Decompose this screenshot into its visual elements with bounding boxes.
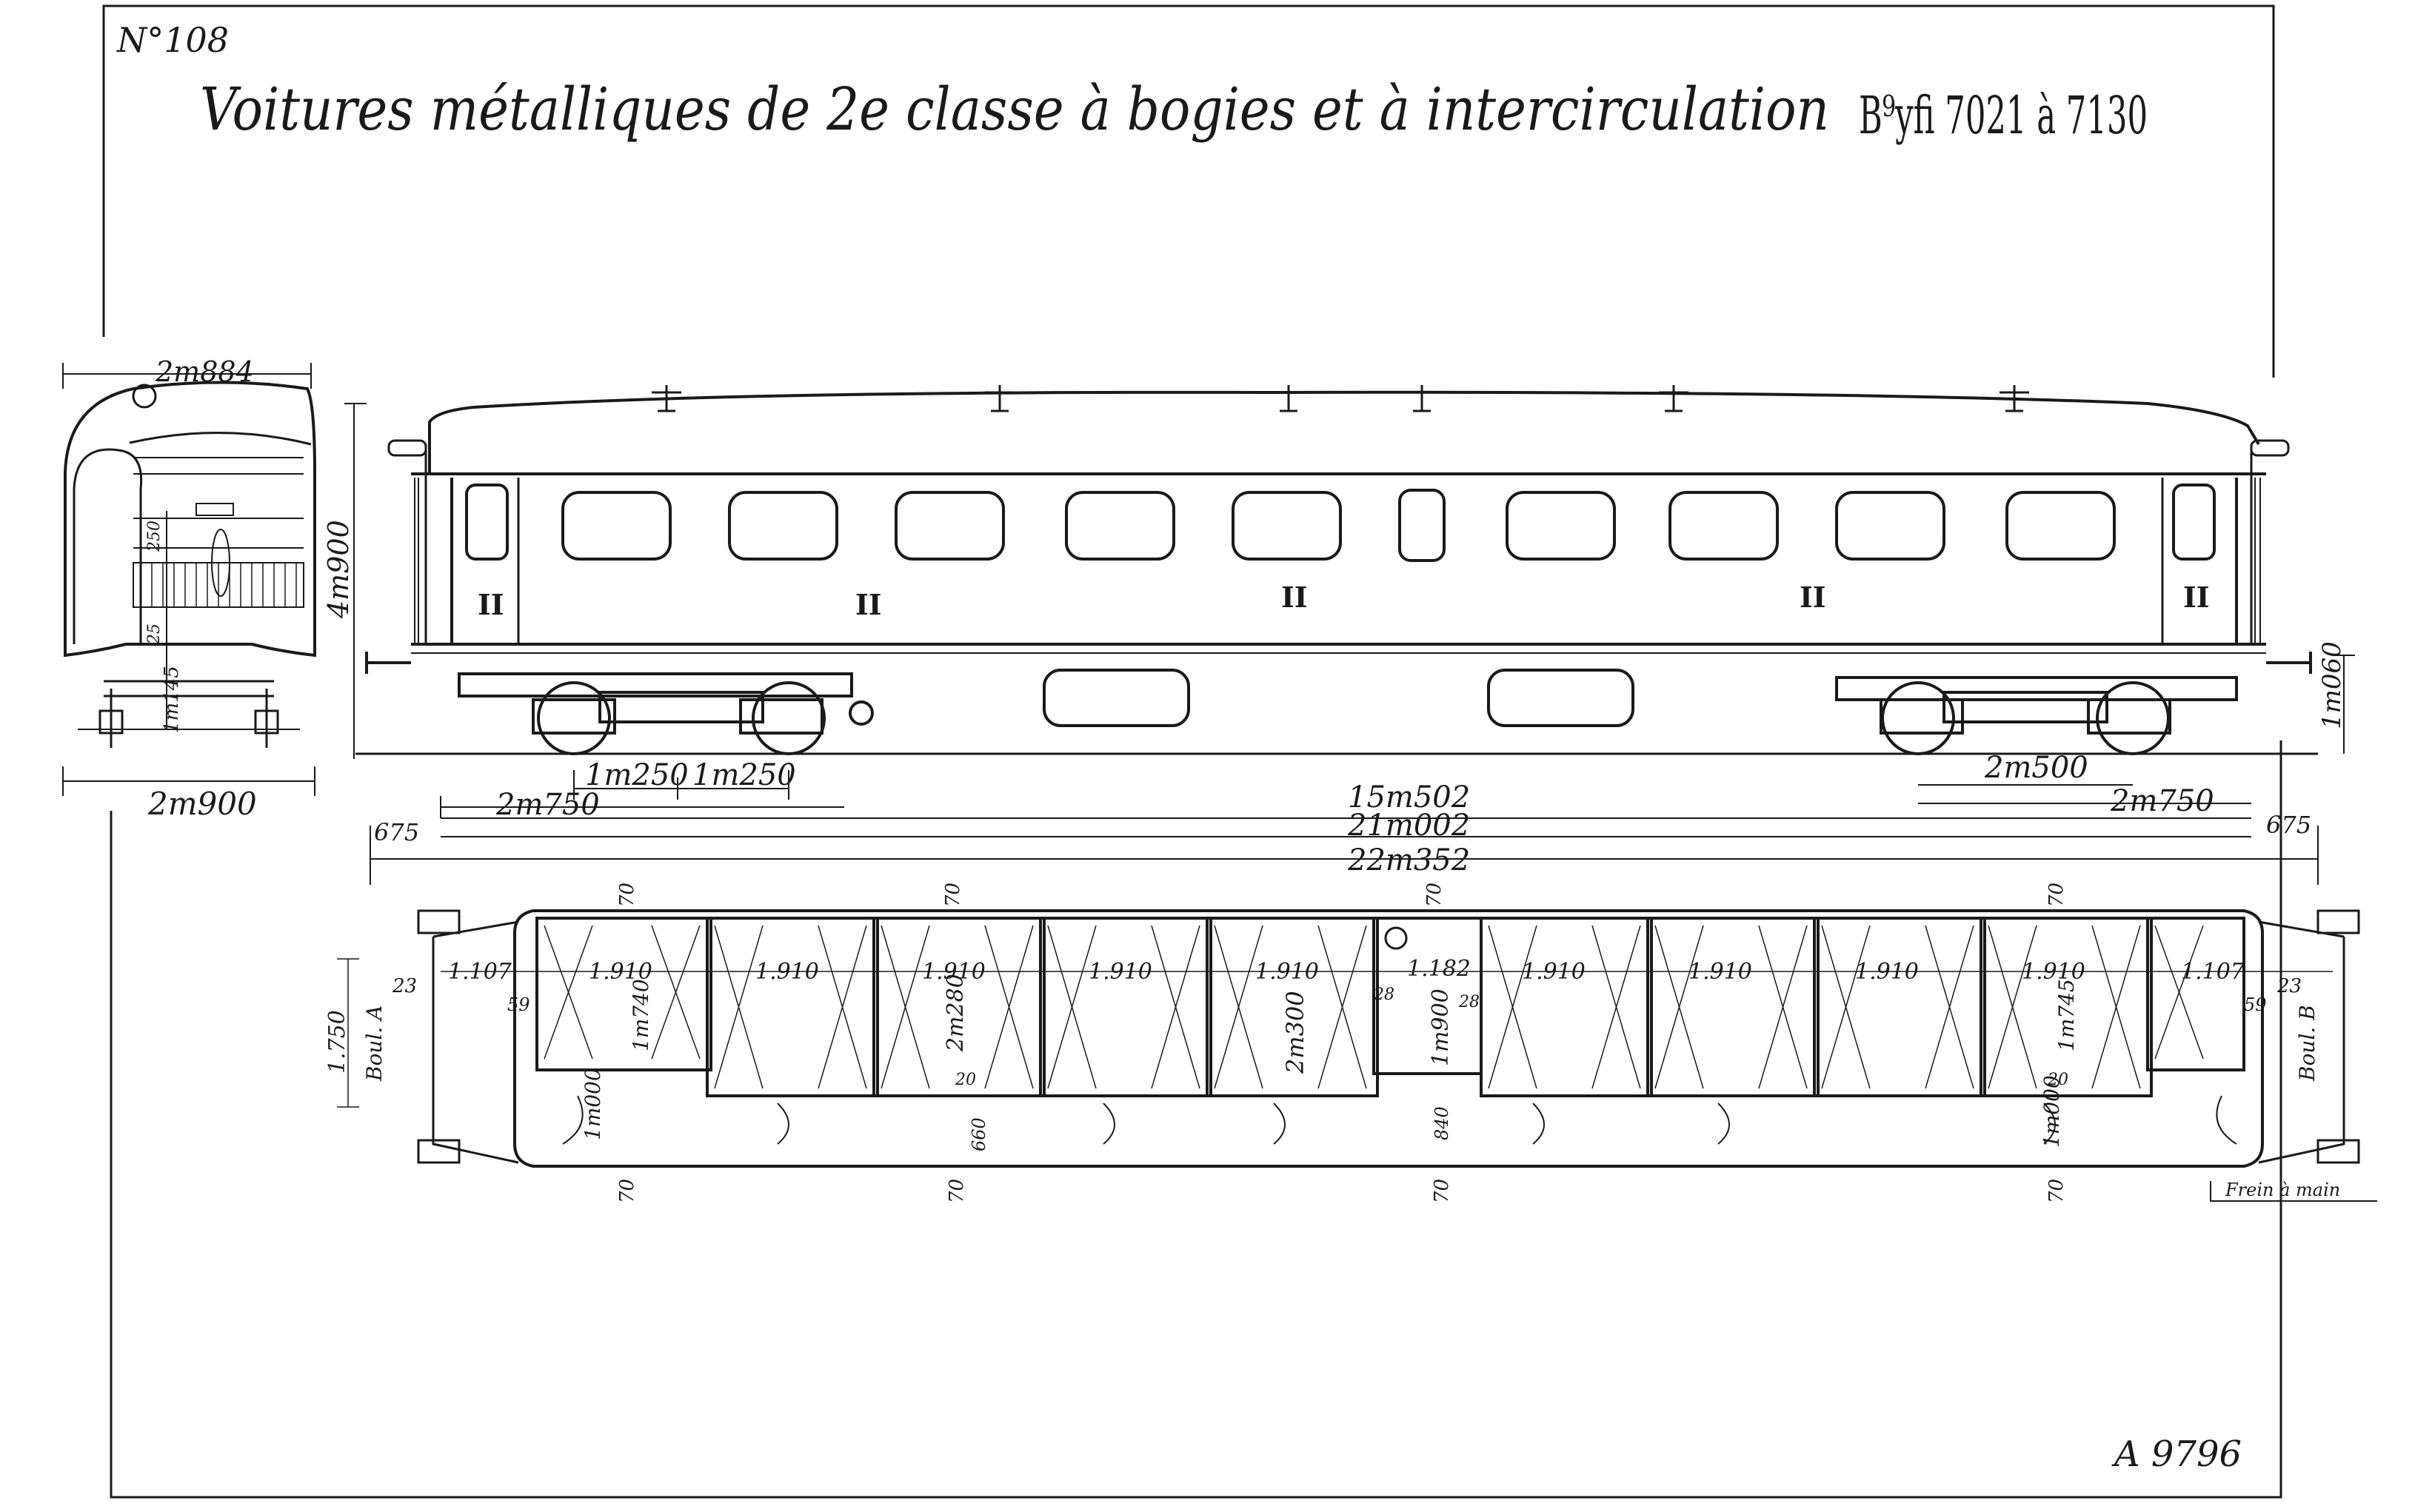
dim-bogie-overhang-right: 2m750	[2110, 784, 2214, 818]
hand-brake-label: Frein à main	[2225, 1180, 2340, 1200]
class-mark: II	[478, 588, 504, 621]
plan-view	[337, 909, 2360, 1168]
dim-axle-spacing-b: 1m250	[692, 758, 796, 792]
plan-misc-label: 1.750	[324, 1010, 350, 1074]
plan-misc-label: 70	[616, 883, 638, 907]
compartment-width: 1.910	[1855, 959, 1919, 985]
plan-misc-label: 23	[2276, 975, 2302, 997]
seat-width-right: 1m745	[2054, 979, 2079, 1051]
class-marks: II II II II II	[478, 581, 2210, 621]
underframe-box-1	[1043, 669, 1190, 727]
drawing-reference: A 9796	[2111, 1434, 2242, 1475]
compartment-depth: 2m300	[1281, 991, 1309, 1074]
plan-dimension-labels: 1.910 1.910 1.910 1.910 1.910 1.910 1.91…	[324, 883, 2340, 1203]
end-view	[62, 363, 367, 796]
dim-buffer-right: 675	[2266, 811, 2311, 839]
plan-misc-label: 70	[1423, 883, 1446, 907]
dim-bogie-centers: 15m502	[1348, 780, 1470, 814]
plan-misc-label: 70	[2045, 883, 2068, 907]
class-mark: II	[1281, 581, 1308, 614]
seat-width-left: 1m740	[629, 979, 653, 1051]
end-view-body	[64, 381, 316, 658]
plan-misc-label: 59	[2244, 994, 2267, 1015]
series-code: B⁹yfi 7021 à 7130	[1859, 85, 2148, 146]
compartment-width: 1.910	[2022, 959, 2085, 985]
seat-hatching	[544, 925, 2204, 1089]
compartment-width: 1.910	[755, 959, 819, 985]
carriage-roof	[428, 390, 2260, 474]
dim-buffer-height: 1m060	[2317, 641, 2347, 729]
dim-axle-spacing-a: 1m250	[585, 758, 689, 792]
underframe-box-2	[1487, 669, 1634, 727]
plan-misc-label: 70	[946, 1179, 968, 1203]
plan-misc-label: 70	[2045, 1179, 2068, 1203]
plan-misc-label: 20	[955, 1071, 976, 1089]
right-buffer-label: Boul. B	[2295, 1005, 2319, 1082]
compartment-width: 1.910	[922, 959, 986, 985]
plan-misc-label: 20	[2047, 1071, 2068, 1089]
dim-bogie-wheelbase-right: 2m500	[1984, 751, 2088, 785]
roof-ventilators	[652, 385, 2029, 412]
class-mark: II	[2183, 581, 2210, 614]
dim-length-over-body: 21m002	[1347, 809, 1470, 843]
sheet-frame	[102, 4, 2282, 1499]
plan-misc-label: 28	[1458, 993, 1480, 1011]
plan-misc-label: 70	[616, 1179, 638, 1203]
compartment-width: 1.910	[1522, 959, 1586, 985]
plan-misc-label: 660	[969, 1117, 989, 1151]
corridor-width: 2m280	[943, 974, 969, 1052]
dim-buffer-left: 675	[374, 818, 419, 846]
compartment-width: 1.910	[589, 959, 652, 985]
plan-misc-label: 59	[507, 994, 530, 1015]
sheet-number: N°108	[116, 20, 229, 60]
end-width-bottom: 2m900	[147, 786, 257, 822]
side-windows	[561, 489, 2116, 562]
dim-bogie-wheelbase-left: 2m750	[495, 788, 600, 822]
corridor-left: 1m000	[581, 1068, 605, 1140]
center-vestibule-width: 1.182	[1407, 956, 1471, 982]
side-view	[355, 385, 2318, 755]
end-height: 4m900	[322, 520, 355, 619]
plan-misc-label: 840	[1432, 1106, 1452, 1140]
plan-misc-label: 70	[1431, 1179, 1453, 1203]
center-depth: 1m900	[1428, 989, 1454, 1066]
compartment-width: 1.910	[1255, 959, 1319, 985]
door-window-right	[2172, 484, 2216, 561]
plan-misc-label: 23	[392, 975, 417, 997]
end-width-left: 1.107	[448, 959, 512, 985]
dim-length-over-buffers: 22m352	[1347, 843, 1470, 877]
compartments	[535, 917, 2245, 1097]
carriage-body	[411, 472, 2266, 646]
end-width-right: 1.107	[2181, 959, 2245, 985]
sheet-title: Voitures métalliques de 2e classe à bogi…	[200, 75, 1829, 144]
compartment-width: 1.910	[1089, 959, 1152, 985]
plan-misc-label: 28	[1373, 986, 1394, 1004]
compartment-width: 1.910	[1688, 959, 1752, 985]
end-small-dim-2: 25	[145, 623, 164, 645]
corridor-right: 1m000	[2040, 1075, 2064, 1148]
end-width-top: 2m884	[155, 355, 254, 388]
bogie-left	[458, 672, 874, 755]
class-mark: II	[855, 588, 882, 621]
bogie-right	[1835, 676, 2238, 755]
end-small-dim-3: 1m145	[161, 666, 183, 733]
plan-outline	[513, 909, 2264, 1168]
plan-misc-label: 70	[942, 883, 964, 907]
door-window-left	[465, 484, 509, 561]
class-mark: II	[1800, 581, 1826, 614]
left-buffer-label: Boul. A	[362, 1006, 387, 1082]
side-dimensions	[370, 655, 2355, 885]
end-small-dim-1: 250	[145, 521, 164, 552]
